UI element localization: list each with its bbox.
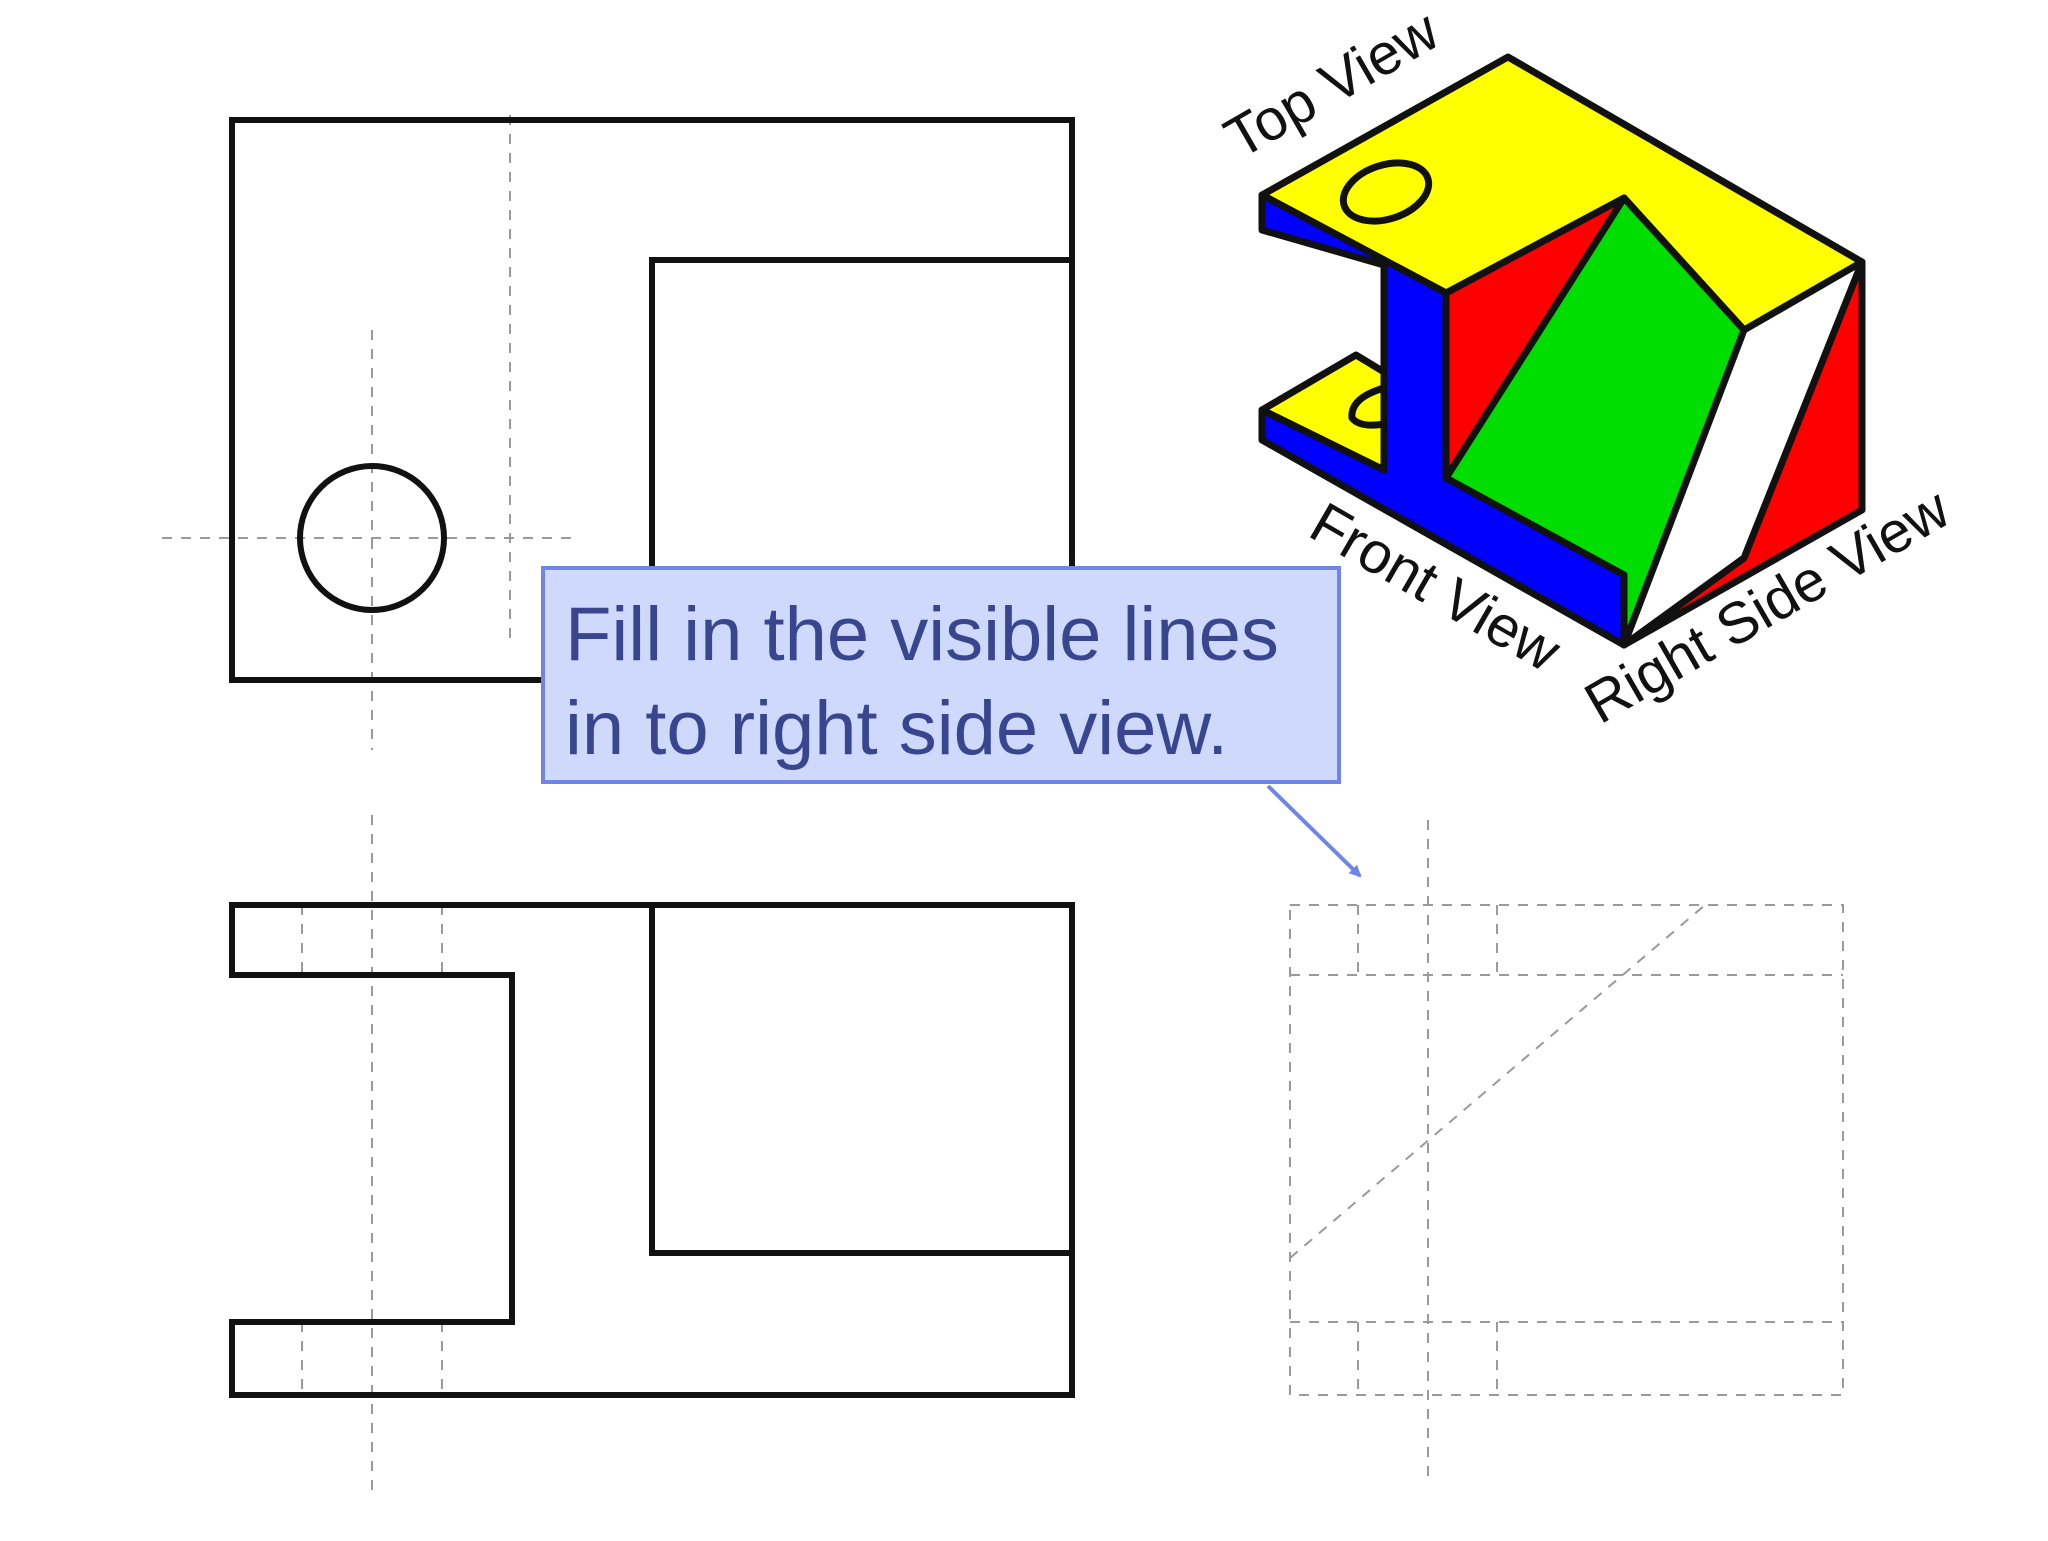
front-view-outline	[229, 902, 1075, 1398]
callout-line-2: in to right side view.	[565, 686, 1229, 771]
callout-line-1: Fill in the visible lines	[565, 592, 1279, 677]
callout-pointer	[1266, 784, 1362, 878]
hole-circle	[297, 463, 447, 613]
right-side-view-construction	[1289, 820, 1844, 1480]
front-view-hidden-lines	[301, 815, 443, 1490]
instruction-callout: Fill in the visible lines in to right si…	[541, 566, 1341, 784]
top-hole	[1339, 159, 1433, 225]
top-view-centerlines	[162, 115, 580, 750]
front-face	[1258, 191, 1628, 649]
front-view-step	[649, 905, 1072, 1256]
isometric-pictorial	[1258, 53, 1866, 649]
top-view-notch	[649, 257, 1072, 680]
lower-hole	[1348, 384, 1386, 429]
front-view	[229, 815, 1075, 1490]
